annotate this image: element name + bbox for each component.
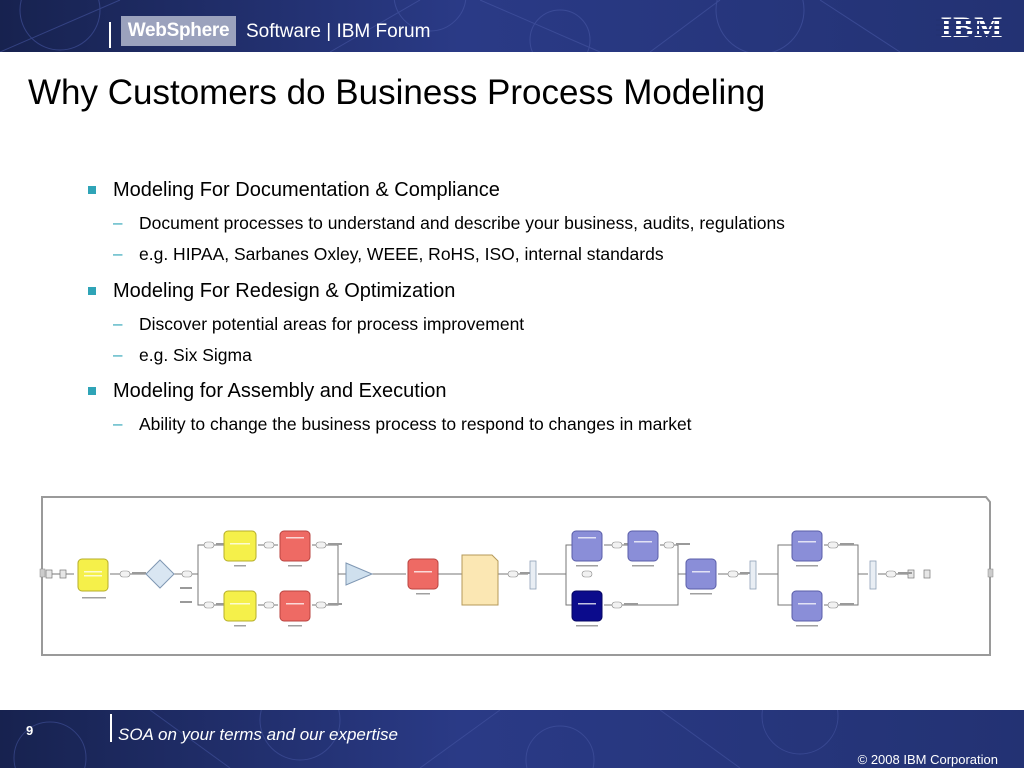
websphere-brand: WebSphere	[121, 16, 236, 46]
dash-icon: –	[113, 314, 123, 333]
bullet-square-icon	[88, 186, 96, 194]
process-diagram	[38, 493, 996, 664]
header-subtitle: Software | IBM Forum	[246, 21, 431, 42]
ibm-logo-icon: IBM	[936, 12, 1008, 42]
process-diagram-image	[39, 496, 994, 656]
sub-bullet-item: Document processes to understand and des…	[139, 213, 785, 233]
header-divider	[109, 22, 111, 48]
dash-icon: –	[113, 414, 123, 433]
dash-icon: –	[113, 345, 123, 364]
dash-icon: –	[113, 244, 123, 263]
slide-title: Why Customers do Business Process Modeli…	[28, 73, 766, 112]
bullet-square-icon	[88, 287, 96, 295]
copyright: © 2008 IBM Corporation	[857, 752, 998, 767]
bullet-item: Modeling for Assembly and Execution	[113, 380, 447, 402]
dash-icon: –	[113, 213, 123, 232]
svg-text:IBM: IBM	[941, 12, 1004, 42]
bullet-square-icon	[88, 387, 96, 395]
sub-bullet-item: e.g. HIPAA, Sarbanes Oxley, WEEE, RoHS, …	[139, 244, 664, 264]
bullet-item: Modeling For Documentation & Compliance	[113, 179, 500, 201]
footer-band: 9 SOA on your terms and our expertise © …	[0, 710, 1024, 768]
sub-bullet-item: e.g. Six Sigma	[139, 345, 252, 365]
sub-bullet-item: Ability to change the business process t…	[139, 414, 692, 434]
header-pattern	[0, 0, 901, 52]
footer-tagline: SOA on your terms and our expertise	[118, 725, 399, 744]
footer-pattern	[13, 710, 839, 768]
header-band: WebSphere Software | IBM Forum IBM	[0, 0, 1024, 52]
page-number: 9	[26, 723, 34, 738]
bullet-item: Modeling For Redesign & Optimization	[113, 280, 456, 302]
sub-bullet-item: Discover potential areas for process imp…	[139, 314, 525, 334]
footer-divider	[110, 714, 112, 742]
